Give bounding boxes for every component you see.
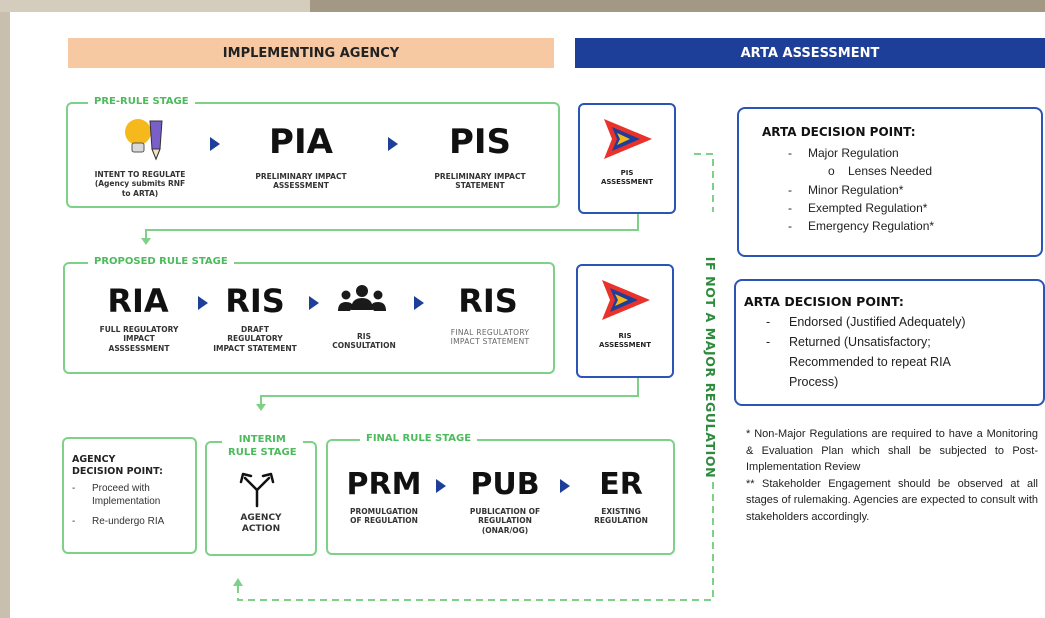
arrowhead-final: [256, 404, 266, 411]
connector-pre-to-proposed: [145, 214, 639, 240]
connector-proposed-to-final: [260, 378, 639, 406]
dp1-item-lenses: Lenses Needed: [848, 164, 933, 178]
footnote-1: * Non-Major Regulations are required to …: [746, 428, 1038, 473]
arrowhead-proposed: [141, 238, 151, 245]
arta-logo-icon: [602, 280, 650, 320]
vertical-label: IF NOT A MAJOR REGULATION: [701, 237, 721, 497]
implementing-agency-header: IMPLEMENTING AGENCY: [68, 38, 554, 68]
intent-caption: INTENT TO REGULATE (Agency submits RNF t…: [94, 170, 186, 198]
agency-decision-bullet-2: -: [72, 516, 76, 527]
arta-assessment-label: ARTA ASSESSMENT: [740, 45, 880, 61]
ria-abbr: RIA: [107, 282, 169, 320]
prm-abbr: PRM: [346, 467, 422, 502]
dashed-top-segment: [694, 153, 714, 212]
if-not-major-regulation-label: IF NOT A MAJOR REGULATION: [703, 256, 719, 478]
implementing-agency-label: IMPLEMENTING AGENCY: [222, 45, 400, 61]
agency-action-caption: AGENCY ACTION: [240, 513, 282, 535]
proposed-rule-stage-box: [63, 262, 555, 374]
dp1-subbullet: o: [828, 164, 835, 178]
ris-draft-caption: DRAFT REGULATORY IMPACT STATEMENT: [213, 325, 297, 353]
pis-caption: PRELIMINARY IMPACT STATEMENT: [434, 172, 526, 191]
pis-abbr: PIS: [448, 122, 512, 162]
arrow-pub-to-er: [560, 479, 570, 493]
interim-rule-stage-box: [205, 441, 317, 556]
ria-caption: FULL REGULATORY IMPACT ASSSESSMENT: [99, 325, 179, 353]
agency-decision-bullet-1: -: [72, 483, 76, 494]
diagram-canvas: IMPLEMENTING AGENCY ARTA ASSESSMENT PRE-…: [10, 12, 1045, 618]
consultation-caption: RIS CONSULTATION: [332, 332, 396, 351]
dp1-bullet-4: -: [788, 219, 792, 233]
arta-decision-point-2-title: ARTA DECISION POINT:: [744, 294, 904, 309]
arta-decision-point-1-title: ARTA DECISION POINT:: [762, 125, 916, 139]
ris-assessment-caption: RIS ASSESSMENT: [598, 332, 652, 350]
dp2-bullet-1: -: [766, 315, 771, 329]
er-caption: EXISTING REGULATION: [594, 507, 648, 526]
pub-caption: PUBLICATION OF REGULATION (ONAR/OG): [469, 507, 541, 535]
split-arrows-icon: [239, 472, 275, 508]
pub-abbr: PUB: [470, 467, 540, 502]
dp1-item-major: Major Regulation: [808, 146, 899, 160]
agency-decision-box: [62, 437, 197, 554]
proposed-rule-stage-label: PROPOSED RULE STAGE: [88, 256, 234, 267]
dp2-item-returned-line3: Process): [789, 375, 839, 389]
dp2-item-returned-line2: Recommended to repeat RIA: [789, 355, 951, 369]
dp2-item-returned: Returned (Unsatisfactory;: [789, 335, 931, 349]
dp1-item-emergency: Emergency Regulation*: [808, 219, 935, 233]
dp1-bullet-3: -: [788, 201, 792, 215]
ris-draft-abbr: RIS: [225, 282, 285, 320]
pre-rule-stage-label: PRE-RULE STAGE: [88, 96, 195, 107]
arrow-prm-to-pub: [436, 479, 446, 493]
arta-assessment-header: ARTA ASSESSMENT: [575, 38, 1045, 68]
top-left-band: [0, 0, 310, 12]
interim-rule-stage-label: INTERIM RULE STAGE: [222, 433, 303, 459]
arrow-consultation-to-final-ris: [414, 296, 424, 310]
arrow-ria-to-ris: [198, 296, 208, 310]
pis-assessment-caption: PIS ASSESSMENT: [600, 169, 654, 187]
dp1-item-minor: Minor Regulation*: [808, 183, 904, 197]
dp2-bullet-2: -: [766, 335, 771, 349]
arrow-intent-to-pia: [210, 137, 220, 151]
dashed-bottom-segment: [237, 482, 714, 601]
agency-decision-item-2: Re-undergo RIA: [92, 516, 165, 527]
er-abbr: ER: [599, 467, 643, 502]
arrowhead-interim: [233, 578, 243, 586]
dp2-item-endorsed: Endorsed (Justified Adequately): [789, 315, 966, 329]
pia-abbr: PIA: [269, 122, 333, 162]
arta-decision-point-1-box: [737, 107, 1043, 257]
prm-caption: PROMULGATION OF REGULATION: [350, 507, 418, 526]
agency-decision-item-1: Proceed with Implementation: [92, 483, 161, 507]
ris-final-abbr: RIS: [458, 282, 518, 320]
consultation-people-icon: [338, 285, 386, 311]
dp1-bullet-2: -: [788, 183, 792, 197]
connector-lines: [141, 153, 714, 601]
agency-decision-title: AGENCY DECISION POINT:: [72, 454, 163, 478]
ris-final-caption: FINAL REGULATORY IMPACT STATEMENT: [450, 328, 530, 347]
arrow-pia-to-pis: [388, 137, 398, 151]
pia-caption: PRELIMINARY IMPACT ASSESSMENT: [255, 172, 347, 191]
footnote-2: ** Stakeholder Engagement should be obse…: [746, 477, 1038, 523]
footnotes: * Non-Major Regulations are required to …: [746, 426, 1038, 525]
dp1-item-exempted: Exempted Regulation*: [808, 201, 928, 215]
pre-rule-stage-box: [66, 102, 560, 208]
final-rule-stage-box: [326, 439, 675, 555]
final-rule-stage-label: FINAL RULE STAGE: [360, 433, 478, 444]
dp1-bullet-1: -: [788, 146, 792, 160]
intent-to-regulate-icon: [125, 119, 163, 161]
arta-decision-point-2-box: [734, 279, 1045, 406]
pis-assessment-box: PIS ASSESSMENT: [578, 103, 676, 214]
arrow-ris-to-consultation: [309, 296, 319, 310]
ris-assessment-box: RIS ASSESSMENT: [576, 264, 674, 378]
top-right-band: [310, 0, 1045, 12]
arta-logo-icon: [604, 119, 652, 159]
